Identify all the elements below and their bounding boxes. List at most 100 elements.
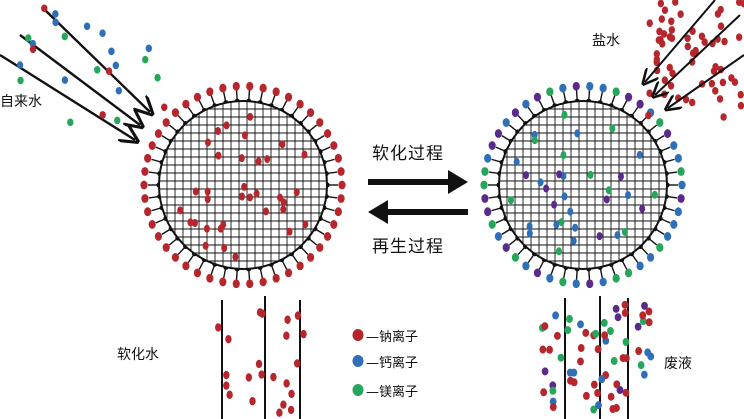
- ion-particle: [619, 354, 627, 363]
- inner-ion: [596, 232, 603, 241]
- ion-particle: [635, 347, 643, 356]
- surface-ion: [484, 153, 492, 163]
- inner-ion: [301, 150, 308, 159]
- ion-particle: [105, 67, 113, 76]
- surface-ion: [323, 232, 332, 241]
- ion-particle: [161, 103, 168, 112]
- surface-ion: [677, 167, 685, 176]
- surface-ion: [316, 243, 324, 252]
- inner-ion: [192, 187, 199, 196]
- ion-particle: [245, 373, 253, 382]
- surface-ion: [559, 277, 567, 287]
- ion-particle: [590, 405, 598, 414]
- surface-ion: [206, 87, 214, 97]
- surface-ion: [646, 252, 655, 262]
- ion-particle: [641, 301, 648, 310]
- ion-particle: [594, 389, 601, 398]
- surface-ion: [572, 279, 580, 289]
- surface-ion: [522, 261, 530, 271]
- ion-particle: [145, 44, 153, 53]
- surface-ion: [246, 279, 254, 289]
- inner-ion: [570, 236, 577, 245]
- surface-ion: [284, 268, 293, 278]
- ion-particle: [223, 370, 230, 380]
- ion-particle: [566, 368, 574, 377]
- ion-particle: [270, 372, 277, 382]
- inner-ion: [561, 192, 568, 201]
- regeneration-arrow: [368, 200, 468, 224]
- ion-particle: [612, 304, 620, 313]
- surface-ion: [488, 220, 496, 229]
- ion-particle: [99, 29, 106, 38]
- softened-water-ions: [215, 308, 307, 417]
- inner-ion: [551, 200, 558, 209]
- ion-particle: [293, 359, 301, 368]
- ion-particle: [667, 82, 675, 90]
- inner-ion: [537, 178, 544, 187]
- inner-ion: [177, 206, 184, 215]
- inner-ion: [280, 198, 287, 207]
- surface-ion: [316, 118, 324, 127]
- surface-ion: [624, 92, 633, 102]
- surface-ion: [171, 252, 180, 262]
- surface-ion: [162, 118, 170, 127]
- ion-particle: [582, 328, 590, 337]
- inner-ion: [232, 252, 239, 261]
- ion-particle: [677, 10, 684, 18]
- ion-particle: [621, 300, 629, 309]
- ion-particle: [99, 111, 106, 119]
- ion-particle: [728, 74, 735, 82]
- ion-particle: [582, 391, 590, 400]
- inner-ion: [215, 151, 222, 160]
- ion-particle: [256, 308, 264, 317]
- surface-ion: [663, 232, 672, 241]
- ion-particle: [712, 87, 719, 95]
- inner-ion: [625, 191, 632, 200]
- ion-particle: [552, 311, 559, 320]
- ion-particle: [61, 76, 69, 84]
- ion-particle: [684, 42, 691, 51]
- ion-particle: [689, 49, 697, 57]
- inner-ion: [609, 124, 616, 133]
- ion-particle: [41, 4, 48, 13]
- ion-particle: [258, 370, 265, 379]
- surface-ion: [171, 108, 180, 118]
- surface-ion: [612, 273, 620, 283]
- surface-ion: [502, 243, 510, 252]
- inner-ion: [286, 227, 293, 236]
- ion-particle: [614, 313, 622, 322]
- surface-ion: [481, 167, 489, 176]
- ion-particle: [659, 39, 666, 48]
- surface-ion: [334, 207, 342, 217]
- surface-ion: [624, 268, 633, 278]
- surface-ion: [259, 83, 267, 93]
- ion-particle: [684, 34, 691, 43]
- brine-ions: [645, 0, 744, 121]
- ion-particle: [255, 359, 263, 369]
- inner-ion: [603, 195, 610, 204]
- ion-particle: [634, 322, 642, 331]
- legend-swatches: [352, 329, 364, 396]
- inner-ion: [253, 189, 260, 198]
- surface-ion: [511, 252, 520, 262]
- waste-liquid-ions: [538, 300, 655, 414]
- inner-ion: [507, 196, 514, 205]
- inner-ion: [280, 205, 287, 214]
- inner-ion: [204, 187, 211, 196]
- surface-ion: [246, 81, 254, 91]
- surface-ion: [656, 243, 664, 252]
- inner-ion: [241, 182, 248, 191]
- surface-ion: [533, 92, 542, 102]
- inner-ion: [221, 244, 228, 253]
- ion-particle: [108, 47, 115, 56]
- resin-bead-left: [140, 81, 346, 289]
- inner-ion: [555, 247, 562, 256]
- inner-ion: [617, 172, 624, 181]
- surface-ion: [480, 180, 488, 190]
- ion-particle: [717, 22, 725, 31]
- surface-ion: [330, 141, 338, 150]
- surface-ion: [144, 153, 152, 163]
- tap-water-label: 自来水: [0, 94, 42, 110]
- ion-particle: [717, 5, 724, 14]
